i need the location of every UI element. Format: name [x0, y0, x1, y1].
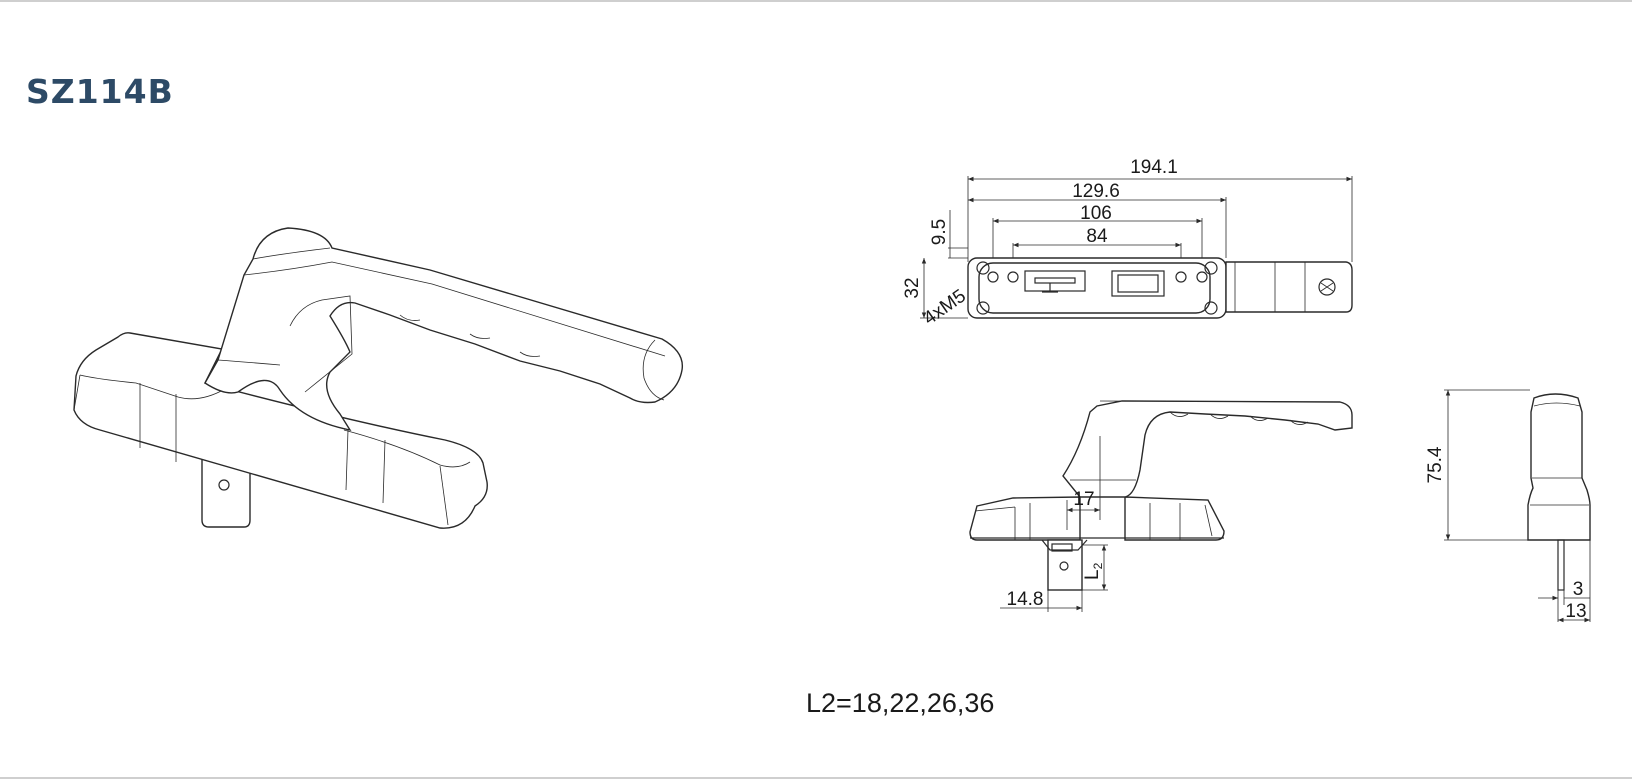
spindle-side — [1047, 539, 1083, 591]
dim-spindle-offset: 17 — [1073, 489, 1094, 510]
dim-overall: 194.1 — [1130, 157, 1178, 178]
dim-small: 3 — [1573, 579, 1584, 600]
handle-end-outline — [1527, 393, 1591, 541]
bottom-divider — [0, 777, 1632, 779]
handle-isometric-view — [73, 227, 684, 529]
dim-outer-hole-spacing: 106 — [1080, 203, 1112, 224]
dim-width: 32 — [902, 277, 923, 298]
mounting-holes — [976, 261, 1218, 315]
top-view: 194.1 129.6 106 84 9.5 32 4xM5 — [902, 157, 1353, 330]
dim-inner-hole-spacing: 84 — [1086, 226, 1108, 247]
dim-base-length: 129.6 — [1072, 181, 1120, 202]
model-title: SZ114B — [26, 72, 174, 111]
dim-spindle-length: L2 — [1082, 562, 1105, 580]
top-divider — [0, 0, 1632, 2]
handle-base — [73, 332, 488, 529]
dim-height: 75.4 — [1425, 446, 1446, 483]
logo-emblem — [1318, 278, 1336, 296]
lever-outline-side — [1062, 400, 1353, 498]
dim-screw-spec: 4xM5 — [920, 286, 970, 330]
dim-thickness: 13 — [1565, 601, 1586, 622]
dim-edge-offset: 9.5 — [929, 219, 950, 245]
lever-outline-top — [1225, 261, 1353, 313]
side-view: 17 L2 14.8 — [969, 400, 1353, 612]
dim-spindle-width: 14.8 — [1007, 589, 1044, 610]
spindle-length-note: L2=18,22,26,36 — [806, 688, 994, 718]
handle-grip — [204, 227, 684, 432]
end-view: 75.4 3 13 — [1425, 389, 1591, 623]
spindle-end — [1557, 539, 1565, 591]
spindle-tab — [201, 459, 251, 528]
